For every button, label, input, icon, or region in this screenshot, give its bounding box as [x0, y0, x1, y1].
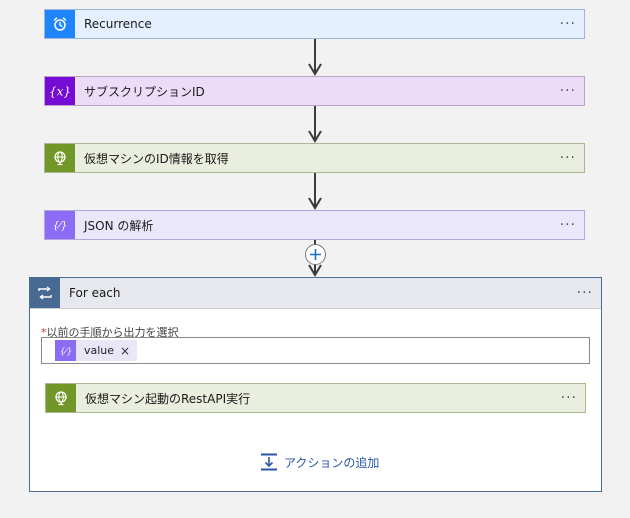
value-token-label: value [84, 344, 115, 357]
value-token[interactable]: {⁄} value × [55, 340, 138, 361]
arrow-down-icon [308, 130, 322, 143]
step-start-vm-restapi-icon-box [46, 384, 76, 412]
step-subscription-id-label: サブスクリプションID [84, 84, 205, 99]
connector-line [314, 106, 316, 140]
step-get-vm-info-more-button[interactable]: ··· [559, 150, 576, 166]
step-subscription-id-more-button[interactable]: ··· [559, 83, 576, 99]
select-output-label-text: 以前の手順から出力を選択 [46, 326, 179, 339]
step-recurrence-icon-box [45, 10, 75, 38]
step-get-vm-info[interactable]: 仮想マシンのID情報を取得 ··· [44, 143, 585, 173]
arrow-down-icon [308, 63, 322, 76]
step-recurrence[interactable]: Recurrence ··· [44, 9, 585, 39]
connector-line [314, 173, 316, 207]
foreach-header[interactable]: For each ··· [30, 278, 601, 309]
step-parse-json-label: JSON の解析 [84, 218, 154, 233]
foreach-container: For each ··· *以前の手順から出力を選択 {⁄} value × 仮… [29, 277, 602, 492]
remove-token-button[interactable]: × [120, 343, 131, 358]
select-output-label: *以前の手順から出力を選択 [41, 324, 179, 340]
add-action-label: アクションの追加 [284, 455, 380, 470]
data-operation-icon: {⁄} [59, 347, 71, 357]
step-get-vm-info-label: 仮想マシンのID情報を取得 [84, 151, 229, 166]
globe-icon [55, 391, 67, 406]
add-action-button[interactable]: アクションの追加 [260, 453, 379, 471]
svg-text:{⁄}: {⁄} [59, 347, 71, 357]
step-parse-json-icon-box: {⁄} [45, 211, 75, 239]
plus-icon [310, 249, 321, 260]
svg-text:{x}: {x} [49, 85, 71, 99]
step-parse-json-more-button[interactable]: ··· [559, 217, 576, 233]
required-mark: * [41, 326, 47, 339]
variable-icon: {x} [49, 85, 71, 99]
step-subscription-id[interactable]: {x} サブスクリプションID ··· [44, 76, 585, 106]
arrow-down-icon [308, 264, 322, 277]
select-output-input[interactable]: {⁄} value × [41, 337, 590, 364]
foreach-title: For each [69, 286, 121, 300]
globe-icon [54, 151, 66, 166]
alarm-clock-icon [53, 17, 67, 31]
svg-text:{⁄}: {⁄} [53, 221, 67, 232]
arrow-down-icon [308, 197, 322, 210]
add-action-icon [261, 453, 277, 471]
step-get-vm-info-icon-box [45, 144, 75, 172]
step-parse-json[interactable]: {⁄} JSON の解析 ··· [44, 210, 585, 240]
step-recurrence-more-button[interactable]: ··· [559, 16, 576, 32]
loop-icon [38, 286, 52, 300]
value-token-icon-box: {⁄} [55, 340, 76, 361]
data-operation-icon: {⁄} [53, 221, 67, 232]
step-recurrence-label: Recurrence [84, 17, 152, 31]
step-subscription-id-icon-box: {x} [45, 77, 75, 105]
foreach-icon-box [30, 278, 60, 308]
insert-step-button[interactable] [305, 244, 326, 265]
step-start-vm-restapi-more-button[interactable]: ··· [560, 390, 577, 406]
foreach-more-button[interactable]: ··· [576, 285, 593, 301]
step-start-vm-restapi-label: 仮想マシン起動のRestAPI実行 [85, 391, 251, 406]
step-start-vm-restapi[interactable]: 仮想マシン起動のRestAPI実行 ··· [45, 383, 586, 413]
connector-line [314, 39, 316, 73]
